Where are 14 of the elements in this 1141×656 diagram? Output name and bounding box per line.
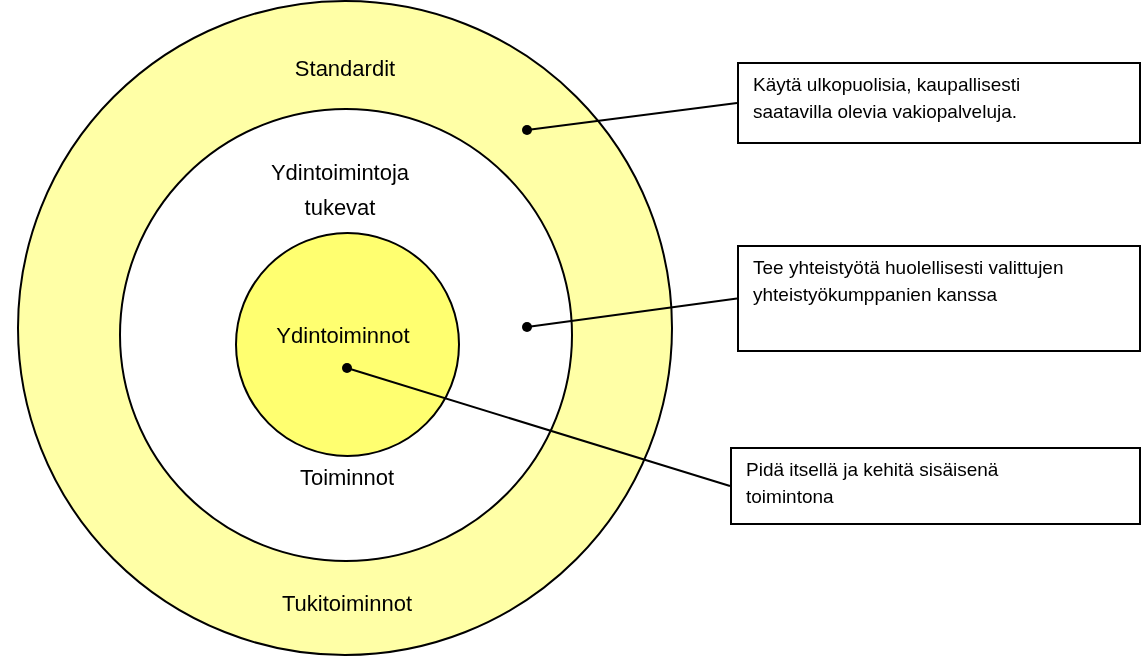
ring-label: Tukitoiminnot — [281, 589, 413, 618]
note-text: Tee yhteistyötä huolellisesti valittujen yhteistyökumppanien kanssa — [753, 256, 1065, 307]
note-box — [737, 62, 1141, 144]
leader-line — [522, 297, 738, 332]
ring-label: Ydintoimintoja tukevat — [269, 159, 411, 222]
note-text: Pidä itsellä ja kehitä sisäisenä toimintona — [746, 458, 1000, 509]
note-box — [730, 447, 1141, 525]
note-box — [737, 245, 1141, 352]
ring-label: Standardit — [293, 54, 397, 83]
ring-label: Ydintoiminnot — [275, 321, 411, 350]
leader-line — [342, 363, 731, 487]
leader-line — [522, 102, 738, 135]
ring-label: Toiminnot — [298, 463, 396, 492]
note-text: Käytä ulkopuolisia, kaupallisesti saatavilla olevia vakiopalveluja. — [753, 73, 1022, 124]
